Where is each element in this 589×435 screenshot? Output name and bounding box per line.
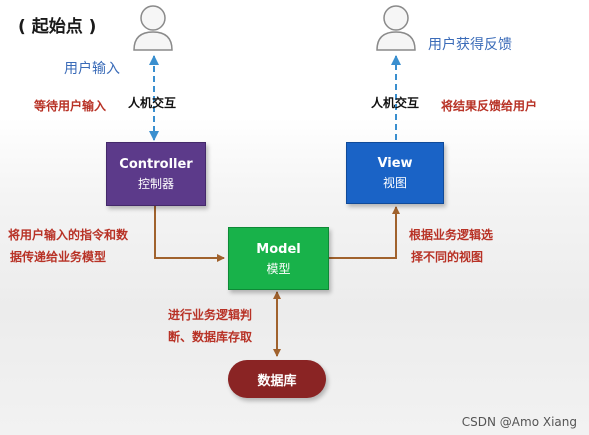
model-to-view-arrow — [329, 206, 400, 259]
view-title: View — [377, 156, 413, 171]
model-view-note-line2: 择不同的视图 — [411, 250, 484, 264]
model-view-note-line1: 根据业务逻辑选 — [409, 228, 494, 242]
model-db-note-line1: 进行业务逻辑判 — [168, 308, 253, 322]
controller-to-model-arrow — [154, 206, 225, 262]
view-subtitle: 视图 — [382, 176, 407, 190]
controller-model-note-line2: 据传递给业务模型 — [10, 250, 107, 264]
model-db-note-line2: 断、数据库存取 — [168, 330, 253, 344]
user-input-title: 用户输入 — [64, 61, 120, 77]
user-feedback-title: 用户获得反馈 — [428, 37, 512, 53]
right-interaction-label: 人机交互 — [371, 96, 420, 110]
view-box: View 视图 — [346, 142, 444, 204]
left-interaction-label: 人机交互 — [128, 96, 177, 110]
user-input-person-icon — [133, 5, 173, 51]
watermark: CSDN @Amo Xiang — [461, 415, 577, 429]
controller-title: Controller — [119, 157, 193, 172]
database-label: 数据库 — [257, 373, 297, 389]
model-subtitle: 模型 — [266, 261, 291, 276]
model-box: Model 模型 — [228, 227, 329, 290]
controller-subtitle: 控制器 — [137, 177, 174, 191]
controller-box: Controller 控制器 — [106, 142, 206, 206]
controller-model-note-line1: 将用户输入的指令和数 — [8, 228, 129, 242]
model-title: Model — [256, 241, 301, 257]
wait-for-input-note: 等待用户输入 — [34, 99, 107, 113]
feedback-to-user-note: 将结果反馈给用户 — [441, 99, 538, 113]
user-feedback-person-icon — [376, 5, 416, 51]
database-node: 数据库 — [228, 360, 326, 398]
start-point-label: ( 起始点 ) — [18, 17, 97, 37]
